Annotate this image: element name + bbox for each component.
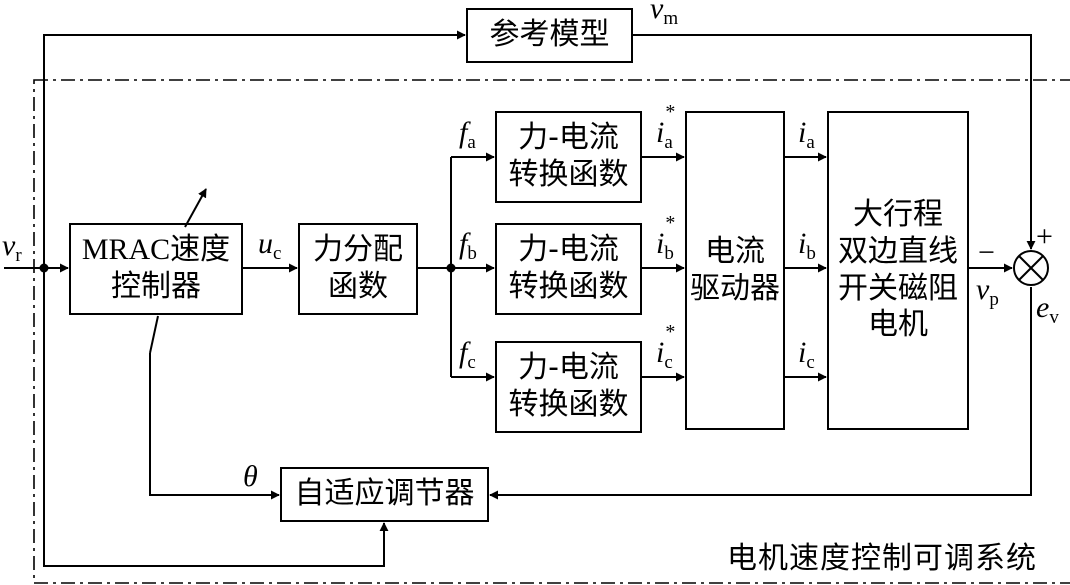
vr-junction-dot (39, 263, 49, 273)
theta-label: θ (243, 460, 258, 493)
adjustable-parameter-line (149, 315, 159, 354)
force-current-a-label: 力-电流 转换函数 (508, 120, 629, 192)
plus-sign: + (1036, 220, 1053, 253)
ic-star-label: i*c (656, 321, 676, 373)
force-distribution-label: 力分配 函数 (313, 232, 403, 304)
ic-label: ic (798, 336, 815, 373)
adaptive-regulator-block (280, 467, 489, 522)
summing-junction (1013, 250, 1049, 286)
adaptive-regulator-label: 自适应调节器 (294, 476, 475, 512)
fa-label: fa (459, 116, 476, 153)
ia-label: ia (798, 116, 815, 153)
fb-label: fb (459, 227, 477, 264)
theta-line (149, 353, 280, 500)
current-driver-block (685, 111, 785, 430)
adjustable-parameter-arrow (184, 188, 207, 228)
fc-label: fc (459, 336, 476, 373)
ev-line (489, 287, 1032, 500)
force-current-c-block (495, 341, 642, 433)
force-junction-dot (446, 263, 456, 273)
ia-star-label: i*a (656, 101, 676, 153)
vm-line (632, 34, 1036, 250)
minus-sign: − (978, 236, 995, 269)
ev-label: ev (1036, 291, 1059, 328)
mrac-controller-label: MRAC速度 控制器 (81, 233, 231, 304)
force-current-b-label: 力-电流 转换函数 (508, 232, 629, 304)
adjustable-system-boundary (33, 79, 1070, 584)
reference-model-label: 参考模型 (489, 17, 610, 53)
motor-block (827, 111, 969, 430)
vr-to-reference-model-line (43, 30, 466, 268)
motor-label: 大行程 双边直线 开关磁阻 电机 (838, 197, 958, 343)
vm-label: vm (650, 0, 679, 29)
vp-label: vp (976, 273, 999, 310)
ib-star-label: i*b (656, 212, 676, 264)
force-current-c-label: 力-电流 转换函数 (508, 350, 629, 422)
uc-label: uc (258, 227, 282, 264)
current-driver-label: 电流 驱动器 (690, 233, 780, 306)
adjustable-system-label: 电机速度控制可调系统 (727, 541, 1037, 576)
vr-label: vr (2, 229, 22, 266)
ib-label: ib (798, 227, 816, 264)
vr-to-adaptive-regulator-line (43, 268, 389, 567)
